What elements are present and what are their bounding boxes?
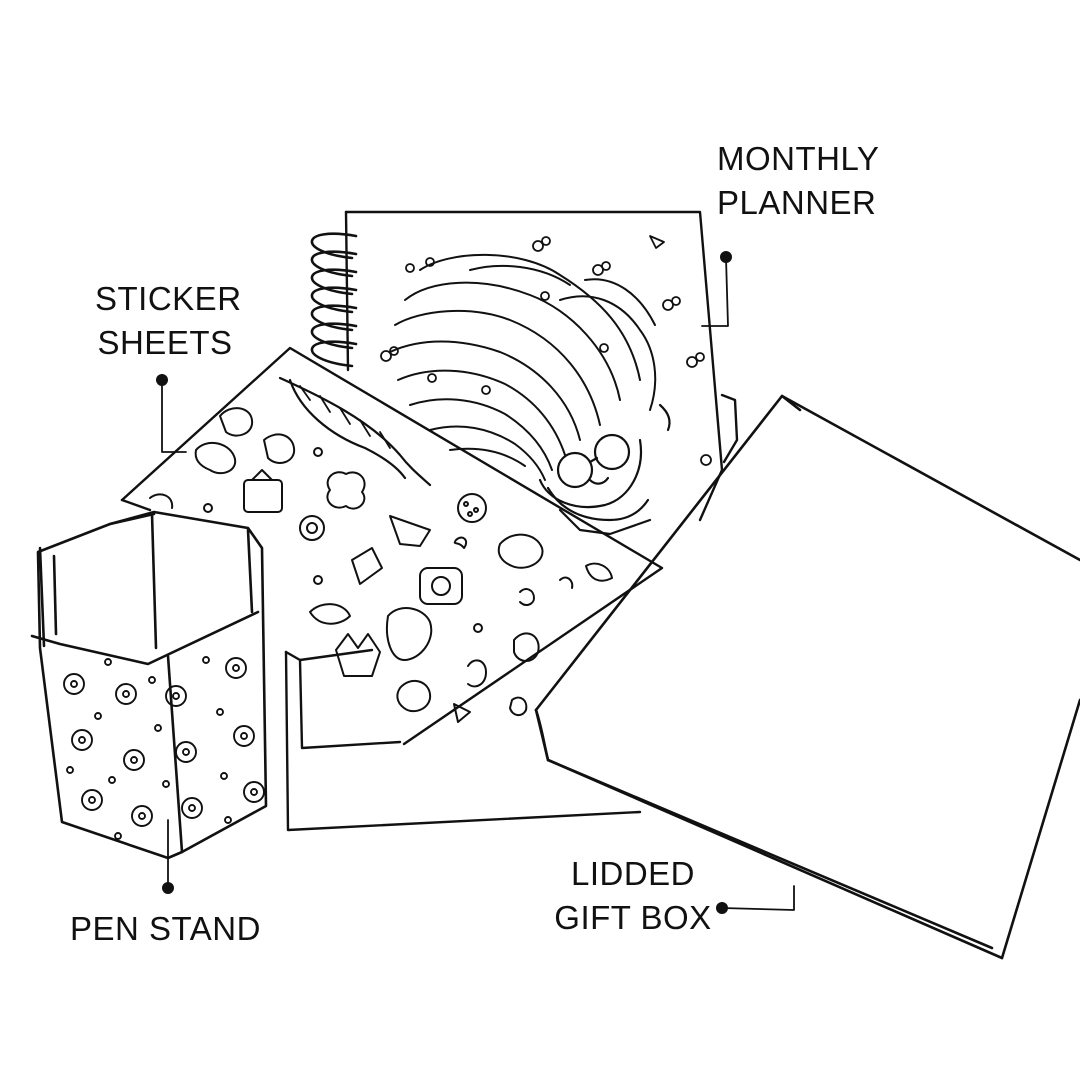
label-monthly-planner-line1: MONTHLY bbox=[717, 140, 880, 177]
label-pen-stand: PEN STAND bbox=[70, 907, 261, 951]
monthly-planner bbox=[310, 210, 739, 536]
label-monthly-planner-line2: PLANNER bbox=[717, 184, 877, 221]
planner-flower-doodles bbox=[380, 235, 712, 466]
leader-lidded-gift-box bbox=[721, 885, 795, 911]
dot-sticker-sheets bbox=[156, 374, 168, 386]
leader-monthly-planner bbox=[701, 257, 729, 327]
sticker-doodles bbox=[149, 407, 613, 723]
spiral-binding bbox=[310, 232, 358, 368]
pen-stand-flowers bbox=[63, 656, 265, 840]
planner-girl-face bbox=[538, 403, 671, 536]
planner-girl-hair bbox=[389, 253, 657, 481]
label-sticker-sheets: STICKER SHEETS bbox=[95, 277, 242, 365]
label-pen-stand-line1: PEN STAND bbox=[70, 910, 261, 947]
leader-sticker-sheets bbox=[161, 379, 187, 453]
dot-lidded-gift-box bbox=[716, 902, 728, 914]
label-sticker-sheets-line2: SHEETS bbox=[97, 324, 233, 361]
label-lidded-gift-box-line2: GIFT BOX bbox=[554, 899, 712, 936]
gift-box-base bbox=[284, 648, 642, 832]
gift-box-lid bbox=[534, 394, 1080, 960]
dot-monthly-planner bbox=[720, 251, 732, 263]
sticker-sheet bbox=[120, 346, 664, 746]
label-sticker-sheets-line1: STICKER bbox=[95, 280, 242, 317]
label-monthly-planner: MONTHLY PLANNER bbox=[717, 137, 879, 225]
label-lidded-gift-box: LIDDED GIFT BOX bbox=[553, 852, 713, 940]
label-lidded-gift-box-line1: LIDDED bbox=[570, 855, 696, 892]
leader-lines bbox=[161, 257, 795, 911]
pen-stand bbox=[30, 510, 268, 860]
dot-pen-stand bbox=[162, 882, 174, 894]
leader-dots bbox=[156, 251, 732, 914]
